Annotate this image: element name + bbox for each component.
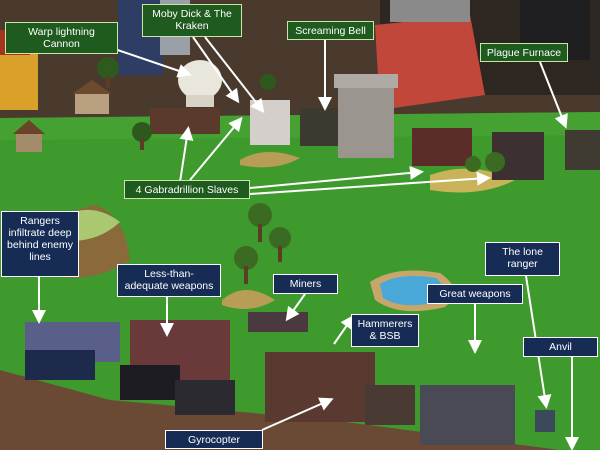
label-hammerers-bsb: Hammerers & BSB: [351, 314, 419, 347]
label-lone-ranger: The lone ranger: [485, 242, 560, 276]
miners-unit: [248, 312, 308, 332]
house: [75, 92, 109, 114]
label-gyrocopter: Gyrocopter: [165, 430, 263, 449]
red-chair: [375, 15, 485, 110]
great-weapons-unit: [420, 385, 515, 445]
label-moby-dick-kraken: Moby Dick & The Kraken: [142, 4, 242, 37]
tree: [248, 203, 272, 227]
plague-model: [250, 100, 290, 145]
label-warp-lightning-cannon: Warp lightning Cannon: [5, 22, 118, 54]
label-less-than-adequate-weapons: Less-than- adequate weapons: [117, 264, 221, 297]
label-anvil: Anvil: [523, 337, 598, 357]
lone-ranger: [535, 410, 555, 432]
skull-model: [178, 60, 222, 100]
bell-model: [300, 108, 338, 146]
tower: [338, 82, 394, 158]
unit-back-2: [412, 128, 472, 166]
unit-back-1: [150, 108, 220, 134]
cottage: [16, 132, 42, 152]
yellow-box: [0, 50, 38, 110]
label-gabradrillion-slaves: 4 Gabradrillion Slaves: [124, 180, 250, 199]
chair-back: [390, 0, 470, 22]
label-plague-furnace: Plague Furnace: [480, 43, 568, 62]
furnace-model: [565, 130, 600, 170]
label-rangers: Rangers infiltrate deep behind enemy lin…: [1, 211, 79, 277]
label-screaming-bell: Screaming Bell: [287, 21, 374, 40]
label-miners: Miners: [273, 274, 338, 294]
hammerers-unit: [265, 352, 375, 422]
label-great-weapons: Great weapons: [427, 284, 523, 304]
